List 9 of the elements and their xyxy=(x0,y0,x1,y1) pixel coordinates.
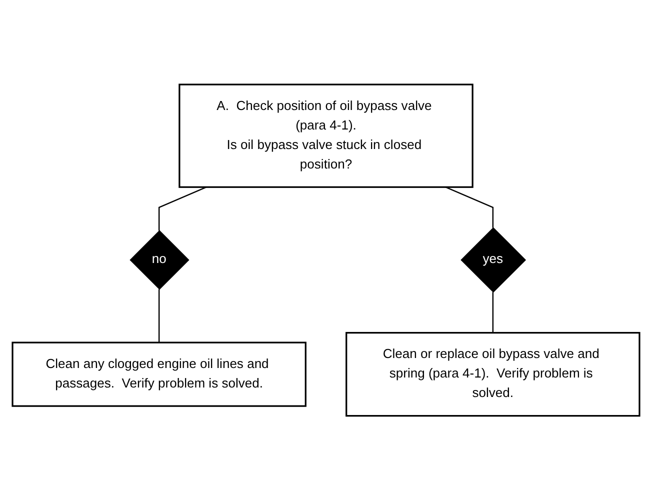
connector xyxy=(445,186,494,228)
connector xyxy=(158,186,207,231)
connector xyxy=(492,292,494,333)
node-box: Clean any clogged engine oil lines and passages. Verify problem is solved. xyxy=(12,342,306,407)
connector xyxy=(158,289,160,342)
node-box: Clean or replace oil bypass valve and spring (para 4-1). Verify problem is solved. xyxy=(346,332,640,416)
node-diamond: no xyxy=(130,230,190,290)
node-box: A. Check position of oil bypass valve (para 4-1). Is oil bypass valve stuck in closed position? xyxy=(178,84,474,188)
node-diamond: yes xyxy=(460,227,526,292)
